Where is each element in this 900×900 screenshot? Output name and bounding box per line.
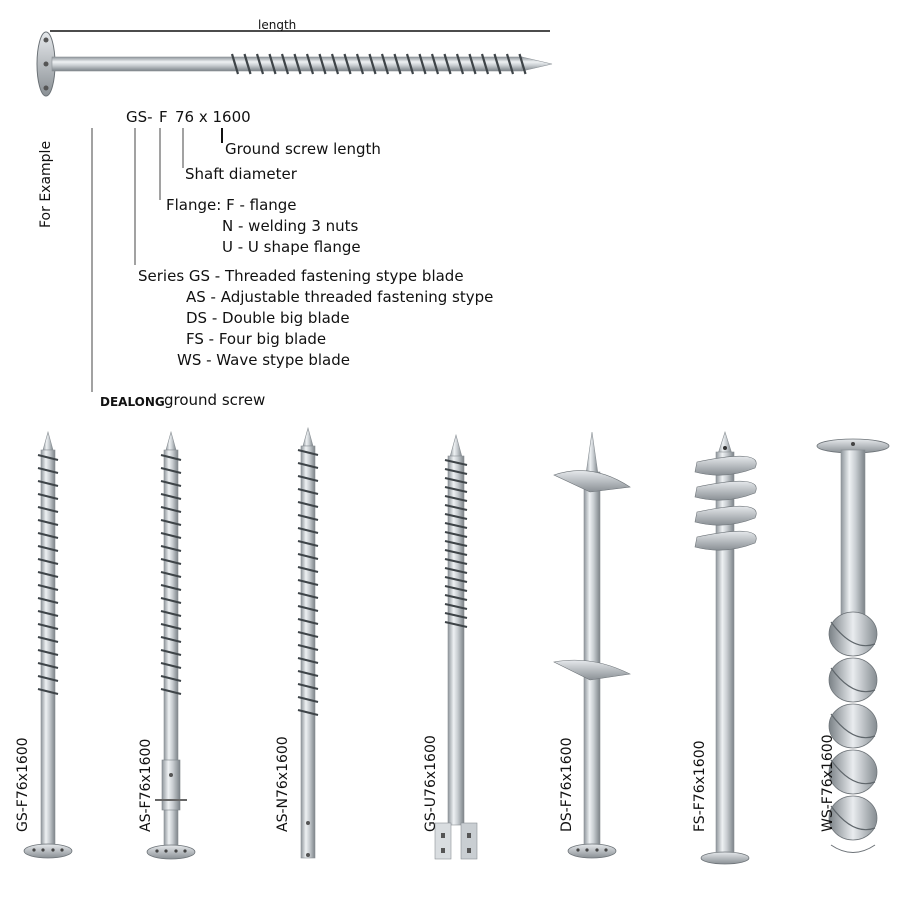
product-as-n76x1600 xyxy=(297,426,319,859)
brand-logo: DEALONG xyxy=(100,395,165,409)
product-label: WS-F76x1600 xyxy=(820,734,836,832)
flange-title: Flange: F - flange xyxy=(166,196,297,214)
for-example-label: For Example xyxy=(38,140,54,228)
series-gs: Series GS - Threaded fastening stype bla… xyxy=(138,267,464,285)
series-as: AS - Adjustable threaded fastening stype xyxy=(186,288,494,306)
product-label: GS-U76x1600 xyxy=(423,735,439,832)
product-label: FS-F76x1600 xyxy=(692,740,708,832)
example-ground-screw xyxy=(36,31,553,97)
series-ws: WS - Wave stype blade xyxy=(177,351,350,369)
annotation-lines xyxy=(91,128,223,392)
flange-option-n: N - welding 3 nuts xyxy=(222,217,359,235)
product-gs-f76x1600 xyxy=(23,430,73,859)
product-gs-u76x1600 xyxy=(434,433,478,860)
product-label: AS-N76x1600 xyxy=(275,736,291,832)
code-series: GS- xyxy=(126,108,153,126)
product-fs-f76x1600 xyxy=(694,431,757,865)
diameter-description: Shaft diameter xyxy=(185,165,297,183)
length-description: Ground screw length xyxy=(225,140,381,158)
series-fs: FS - Four big blade xyxy=(186,330,327,348)
flange-option-u: U - U shape flange xyxy=(222,238,361,256)
product-label: DS-F76x1600 xyxy=(559,737,575,833)
length-label: length xyxy=(258,18,297,32)
series-ds: DS - Double big blade xyxy=(186,309,350,327)
code-spec: 76 x 1600 xyxy=(175,108,251,126)
product-ds-f76x1600 xyxy=(553,431,631,859)
product-as-f76x1600 xyxy=(146,430,196,860)
product-label: GS-F76x1600 xyxy=(15,737,31,832)
products-row xyxy=(23,426,890,865)
product-label: AS-F76x1600 xyxy=(138,738,154,832)
code-flange: F xyxy=(159,108,168,126)
brand-suffix: ground screw xyxy=(164,391,266,409)
product-ws-f76x1600 xyxy=(816,438,890,853)
